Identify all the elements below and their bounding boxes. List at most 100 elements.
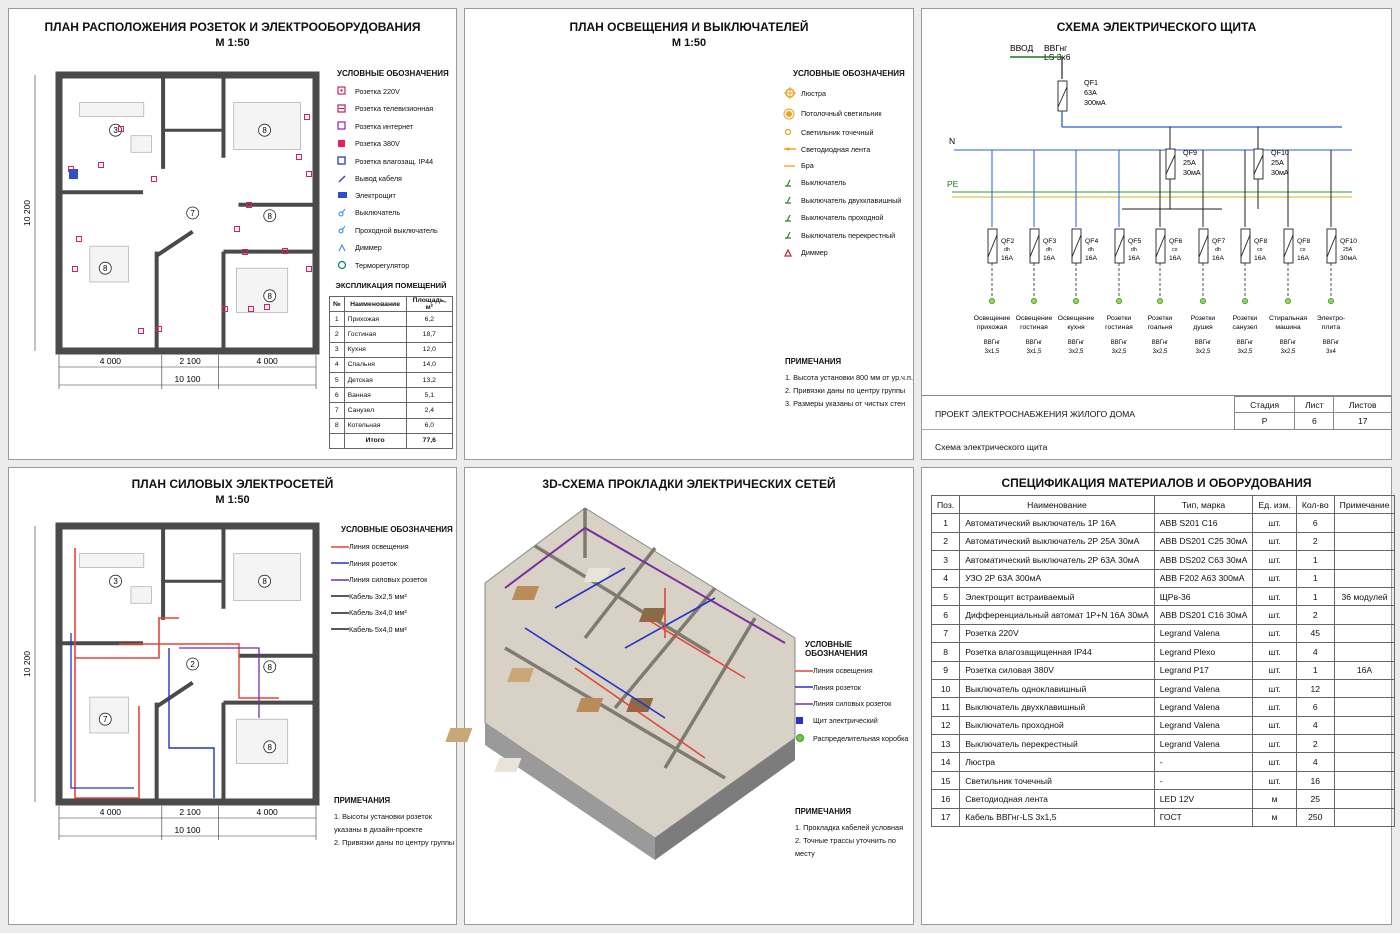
- chandelier-icon: [783, 86, 801, 100]
- svg-text:8: 8: [268, 663, 273, 672]
- legend-item: Потолочный светильник: [783, 108, 908, 120]
- furniture-item: [576, 698, 604, 712]
- ceiling-light-icon: [783, 108, 801, 120]
- panel-scale: М 1:50: [215, 494, 250, 506]
- furniture-item: [511, 586, 540, 600]
- furniture-item: [235, 718, 289, 764]
- socket-icon: [234, 226, 240, 232]
- sheet-label: Лист: [1294, 396, 1335, 413]
- partition-wall: [504, 646, 726, 780]
- main-breaker-label: 300мА: [1084, 98, 1106, 107]
- legend-item: Люстра: [783, 86, 908, 100]
- dimension-label: 4 000: [257, 807, 279, 817]
- furniture-item: [507, 668, 535, 682]
- sheets-value: 17: [1333, 412, 1392, 430]
- room-marker: 7: [186, 206, 200, 220]
- output-terminal: [1241, 297, 1248, 304]
- note-line: 1. Прокладка кабелей условная: [795, 823, 904, 832]
- socket-icon: [296, 154, 302, 160]
- wall-light-icon: [783, 162, 801, 170]
- dimension-label: 2 100: [179, 807, 201, 817]
- socket-icon: [98, 162, 104, 168]
- switch-green-icon: [783, 213, 801, 223]
- power-socket-line: [504, 526, 786, 644]
- furniture-item: [494, 758, 522, 772]
- socket-icon: [118, 126, 124, 132]
- socket-icon: [72, 266, 78, 272]
- svg-text:QF2: QF2: [1001, 238, 1014, 245]
- outer-wall: [55, 522, 320, 806]
- socket-icon: [304, 114, 310, 120]
- project-name: ПРОЕКТ ЭЛЕКТРОСНАБЖЕНИЯ ЖИЛОГО ДОМА: [935, 409, 1136, 419]
- legend-item: Кабель 3х2,5 мм²: [331, 592, 455, 601]
- rcd-label: QF9: [1183, 148, 1197, 157]
- notes-title: ПРИМЕЧАНИЯ: [795, 807, 852, 816]
- legend-item: Розетка телевизионная: [337, 103, 457, 114]
- room-marker: 8: [263, 209, 277, 223]
- svg-text:30мА: 30мА: [1340, 255, 1357, 262]
- switch-icon: [337, 225, 355, 235]
- note-line: 2. Привязки даны по центру группы: [785, 386, 906, 395]
- svg-text:16А: 16А: [1085, 255, 1098, 262]
- house-model: [445, 507, 796, 860]
- panel-icon: [337, 191, 355, 200]
- socket-icon: [246, 202, 252, 208]
- socket-icon: [151, 176, 157, 182]
- socket-plan-panel: ПЛАН РАСПОЛОЖЕНИЯ РОЗЕТОК И ЭЛЕКТРООБОРУ…: [8, 8, 457, 460]
- line-red-icon: [331, 544, 349, 550]
- output-terminal: [1199, 297, 1206, 304]
- furniture-item: [79, 102, 145, 117]
- legend-item: Выключатель перекрестный: [783, 230, 908, 240]
- note-line: 2. Точные трассы уточнить по месту: [795, 836, 896, 858]
- svg-text:8: 8: [262, 577, 267, 586]
- svg-text:8: 8: [268, 292, 273, 301]
- svg-text:16А: 16А: [1297, 255, 1310, 262]
- switch-green-icon: [783, 178, 801, 188]
- legend-item: Розетка интернет: [337, 121, 457, 131]
- switch-green-icon: [783, 195, 801, 205]
- sheet-name: Схема электрического щита: [935, 442, 1048, 452]
- socket-icon: [306, 171, 312, 177]
- legend-item: Бра: [783, 161, 908, 170]
- svg-text:QF4: QF4: [1085, 238, 1098, 245]
- line-black-icon: [331, 593, 349, 599]
- spot-light-icon: [783, 127, 801, 137]
- svg-text:QF5: QF5: [1128, 238, 1141, 245]
- room-marker: 2: [186, 657, 200, 671]
- rcd-label: 30мА: [1183, 168, 1201, 177]
- rcd-label: 25А: [1271, 158, 1284, 167]
- line-red-icon: [795, 668, 813, 674]
- rcd-label: 30мА: [1271, 168, 1289, 177]
- panel-title: ПЛАН ОСВЕЩЕНИЯ И ВЫКЛЮЧАТЕЛЕЙ: [569, 20, 809, 34]
- socket-icon: [242, 249, 248, 255]
- legend-item: Проходной выключатель: [337, 225, 457, 235]
- svg-text:dh: dh: [1004, 247, 1010, 253]
- stage-label: Стадия: [1233, 396, 1296, 413]
- legend-item: Светильник точечный: [783, 127, 908, 137]
- output-terminal: [1327, 297, 1334, 304]
- svg-text:co: co: [1172, 247, 1178, 253]
